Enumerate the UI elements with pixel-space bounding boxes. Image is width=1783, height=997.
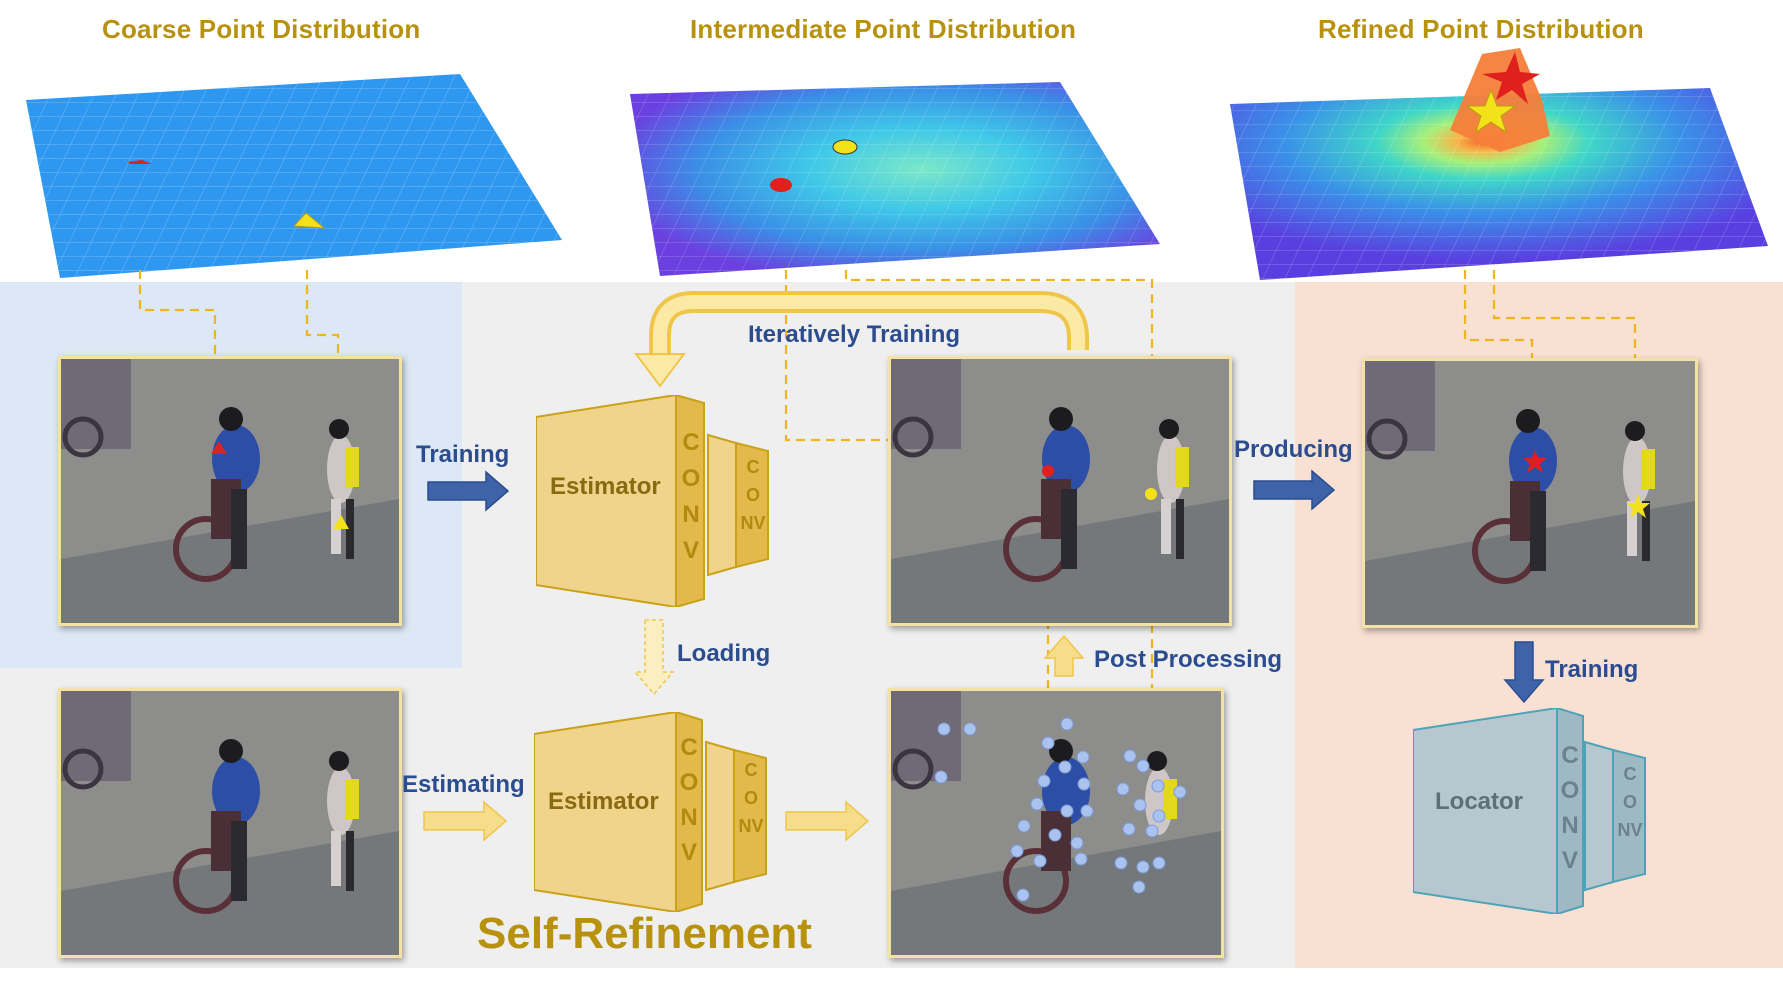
yellow-triangle-marker-photo <box>333 515 349 529</box>
locator-conv2: CONV <box>1617 764 1643 840</box>
estimating-arrow <box>423 800 508 842</box>
coarse-surface-plot <box>26 74 562 278</box>
locator: Locator CONV CONV <box>1413 708 1653 914</box>
estimated-points-image <box>888 688 1224 958</box>
estimating-label: Estimating <box>402 771 525 798</box>
estimator-output-arrow <box>785 800 870 842</box>
yellow-star-marker-photo <box>1626 494 1650 518</box>
intermediate-image <box>888 356 1232 626</box>
estimated-point-dots <box>934 717 1187 902</box>
refined-title: Refined Point Distribution <box>1318 14 1644 44</box>
post-processing-arrow <box>1043 634 1085 677</box>
refined-image <box>1362 358 1698 628</box>
estimator-bottom-conv1: CONV <box>679 734 699 866</box>
red-star-marker-photo <box>1523 449 1547 473</box>
estimator-top: Estimator CONV CONV <box>536 395 776 607</box>
estimator-top-conv2: CONV <box>740 457 766 533</box>
intermediate-title: Intermediate Point Distribution <box>690 14 1077 44</box>
loading-arrow <box>633 619 675 696</box>
red-triangle-marker-photo <box>211 441 227 454</box>
locator-conv1: CONV <box>1560 742 1580 874</box>
refined-surface-plot <box>1230 48 1768 280</box>
iteratively-training-label: Iteratively Training <box>748 321 961 348</box>
post-processing-label: Post Processing <box>1094 646 1283 673</box>
yellow-triangle-marker <box>292 212 326 229</box>
coarse-title: Coarse Point Distribution <box>102 14 421 44</box>
training-label-top: Training <box>416 441 510 468</box>
input-image-bottom-left <box>58 688 402 958</box>
self-refinement-label: Self-Refinement <box>477 909 812 958</box>
estimator-top-conv1: CONV <box>681 429 701 564</box>
producing-arrow <box>1253 469 1336 511</box>
red-star-marker <box>1482 52 1540 104</box>
estimator-bottom-conv2: CONV <box>738 760 764 836</box>
training-arrow <box>427 470 510 512</box>
training-locator-arrow <box>1503 641 1545 704</box>
iteratively-training-arrow <box>634 291 1089 388</box>
estimator-top-name: Estimator <box>550 473 661 500</box>
training-locator-label: Training <box>1545 656 1639 683</box>
yellow-dot-marker-photo <box>1145 488 1157 500</box>
red-triangle-marker <box>128 160 152 164</box>
red-dot-marker <box>770 178 792 192</box>
red-dot-marker-photo <box>1042 465 1054 477</box>
producing-label: Producing <box>1234 436 1353 463</box>
intermediate-surface-plot <box>630 82 1160 276</box>
loading-label: Loading <box>677 640 771 667</box>
yellow-star-marker <box>1465 88 1517 134</box>
yellow-dot-marker <box>832 139 858 155</box>
estimator-bottom: Estimator CONV CONV <box>534 712 776 912</box>
input-image-top-left <box>58 356 402 626</box>
locator-name: Locator <box>1435 788 1524 815</box>
estimator-bottom-name: Estimator <box>548 788 659 815</box>
